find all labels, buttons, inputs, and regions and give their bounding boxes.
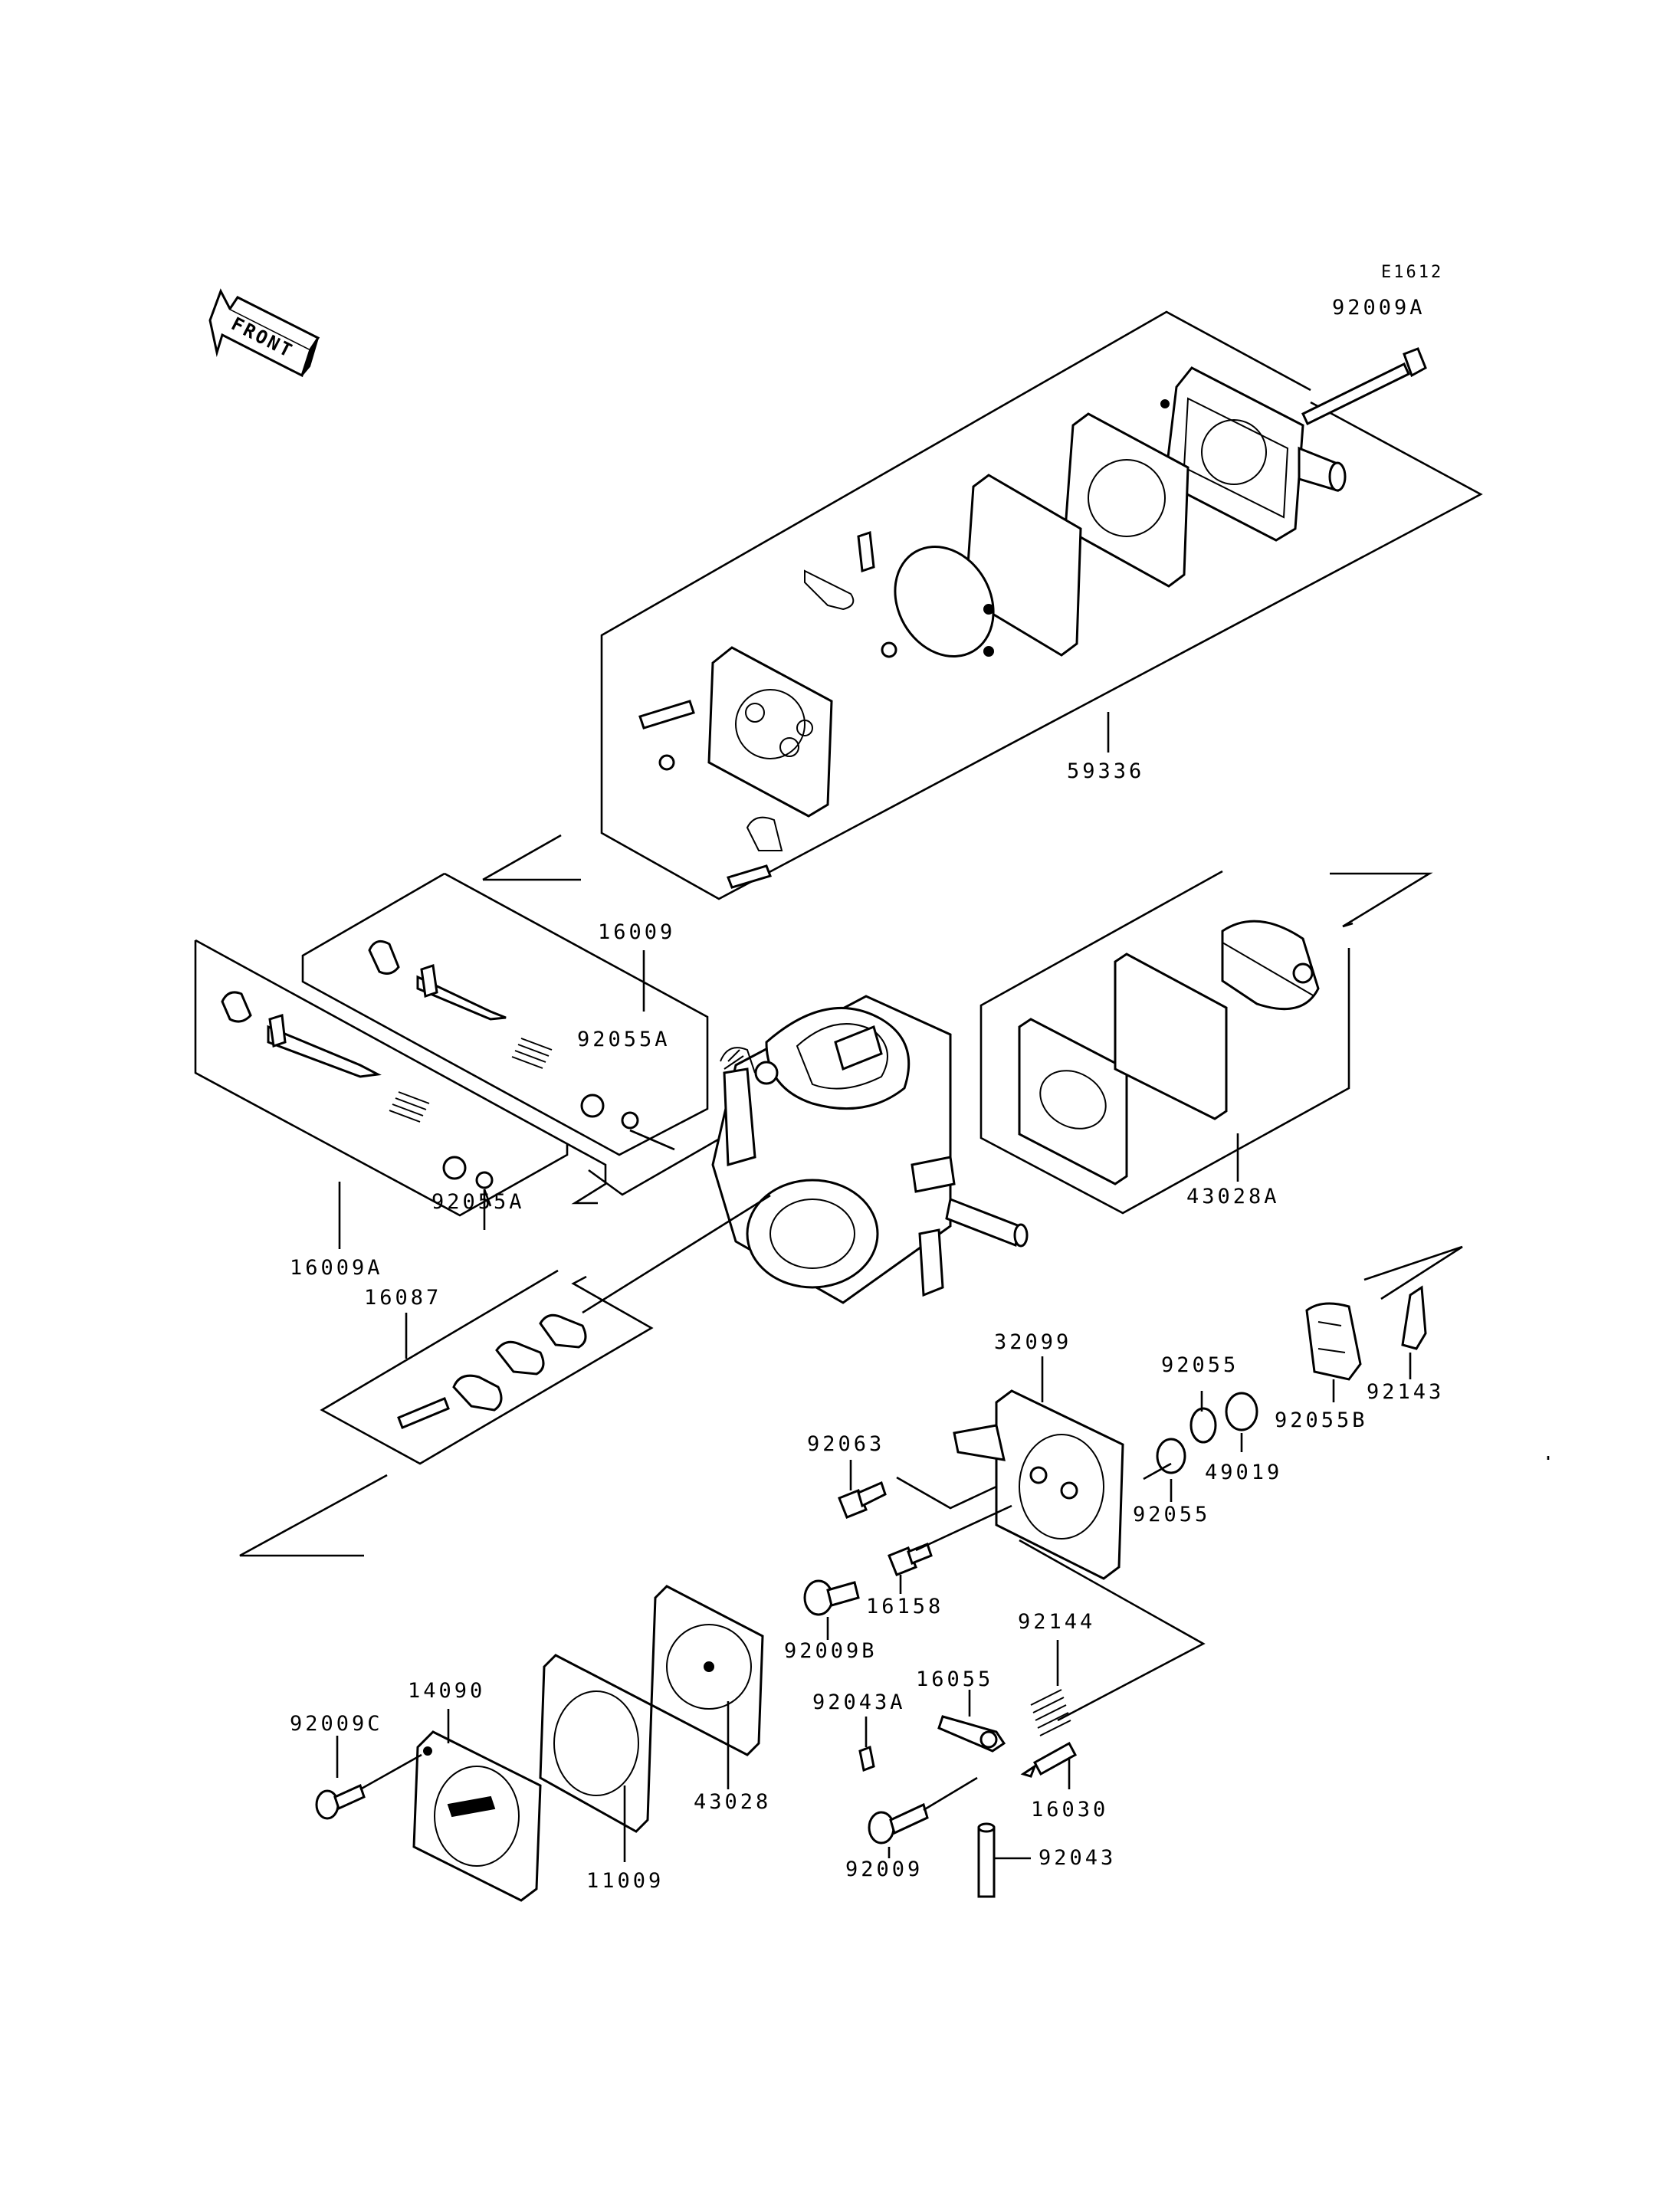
label-11009: 11009 [586, 1869, 664, 1893]
label-92055-upper: 92055 [1161, 1353, 1239, 1377]
gasket-43028a-b [1114, 953, 1228, 1120]
label-92043: 92043 [1039, 1846, 1116, 1870]
label-16009a: 16009A [290, 1256, 383, 1280]
label-92055-lower: 92055 [1133, 1503, 1210, 1526]
label-49019: 49019 [1205, 1461, 1282, 1484]
pin-92043 [977, 1822, 996, 1898]
o-ring-92055 [1156, 1392, 1258, 1474]
label-92043a: 92043A [812, 1690, 906, 1714]
label-92055a-upper: 92055A [577, 1028, 671, 1051]
gasket-11009 [539, 1654, 653, 1833]
gasket-43028a-c [1221, 920, 1320, 1011]
carburetor-body [711, 995, 1029, 1304]
screw-92063 [838, 1481, 887, 1519]
needle-set-16009-outline [301, 872, 735, 1196]
label-16055: 16055 [916, 1667, 993, 1691]
plates-16087-outline [239, 1269, 654, 1557]
screw-92009 [868, 1802, 929, 1844]
needle-16009 [368, 939, 639, 1130]
label-92063: 92063 [807, 1432, 884, 1456]
pump-diaphragm [894, 545, 995, 658]
needle-16030 [1020, 1741, 1078, 1778]
figure-code: E1612 [1381, 263, 1443, 282]
screw-16158 [888, 1543, 933, 1576]
label-43028: 43028 [694, 1790, 771, 1814]
label-92009c: 92009C [290, 1712, 383, 1736]
plates-16087 [397, 1313, 587, 1429]
fuel-pump-cover [1160, 366, 1347, 542]
label-59336: 59336 [1067, 759, 1144, 783]
pump-small-parts [638, 530, 897, 889]
lever-16055 [937, 1715, 1006, 1753]
label-16158: 16158 [866, 1595, 943, 1618]
gasket-set-outline [979, 870, 1433, 1215]
label-92055a-lower: 92055A [431, 1190, 525, 1214]
bracket-92143 [1401, 1285, 1427, 1350]
label-43028a: 43028A [1186, 1185, 1280, 1208]
cap-92055b [1305, 1302, 1362, 1381]
label-92009b: 92009B [784, 1639, 878, 1663]
front-arrow-icon: FRONT [208, 288, 320, 378]
gasket-43028a-a [1018, 1018, 1128, 1185]
label-92143: 92143 [1367, 1380, 1444, 1404]
label-92009a: 92009A [1332, 296, 1426, 320]
cover-14090 [412, 1730, 542, 1902]
spring-92144 [1030, 1689, 1071, 1736]
needle-16009a [221, 991, 494, 1189]
cover-32099 [953, 1389, 1124, 1580]
screw-92009b [803, 1579, 860, 1616]
label-16009: 16009 [598, 920, 675, 944]
pump-body [707, 646, 833, 818]
bolt-92009a [1301, 347, 1427, 426]
screw-92009c [315, 1783, 366, 1820]
label-16087: 16087 [364, 1286, 441, 1310]
pin-92043a [858, 1745, 875, 1772]
needle-set-16009a-outline [194, 939, 607, 1217]
label-92009: 92009 [845, 1858, 923, 1881]
label-14090: 14090 [408, 1679, 485, 1703]
label-16030: 16030 [1031, 1798, 1108, 1822]
label-92055b: 92055B [1275, 1408, 1368, 1432]
label-32099: 32099 [994, 1330, 1071, 1354]
fuel-pump-kit-outline [482, 310, 1483, 900]
label-92144: 92144 [1018, 1610, 1095, 1634]
diaphragm-43028 [650, 1585, 764, 1756]
